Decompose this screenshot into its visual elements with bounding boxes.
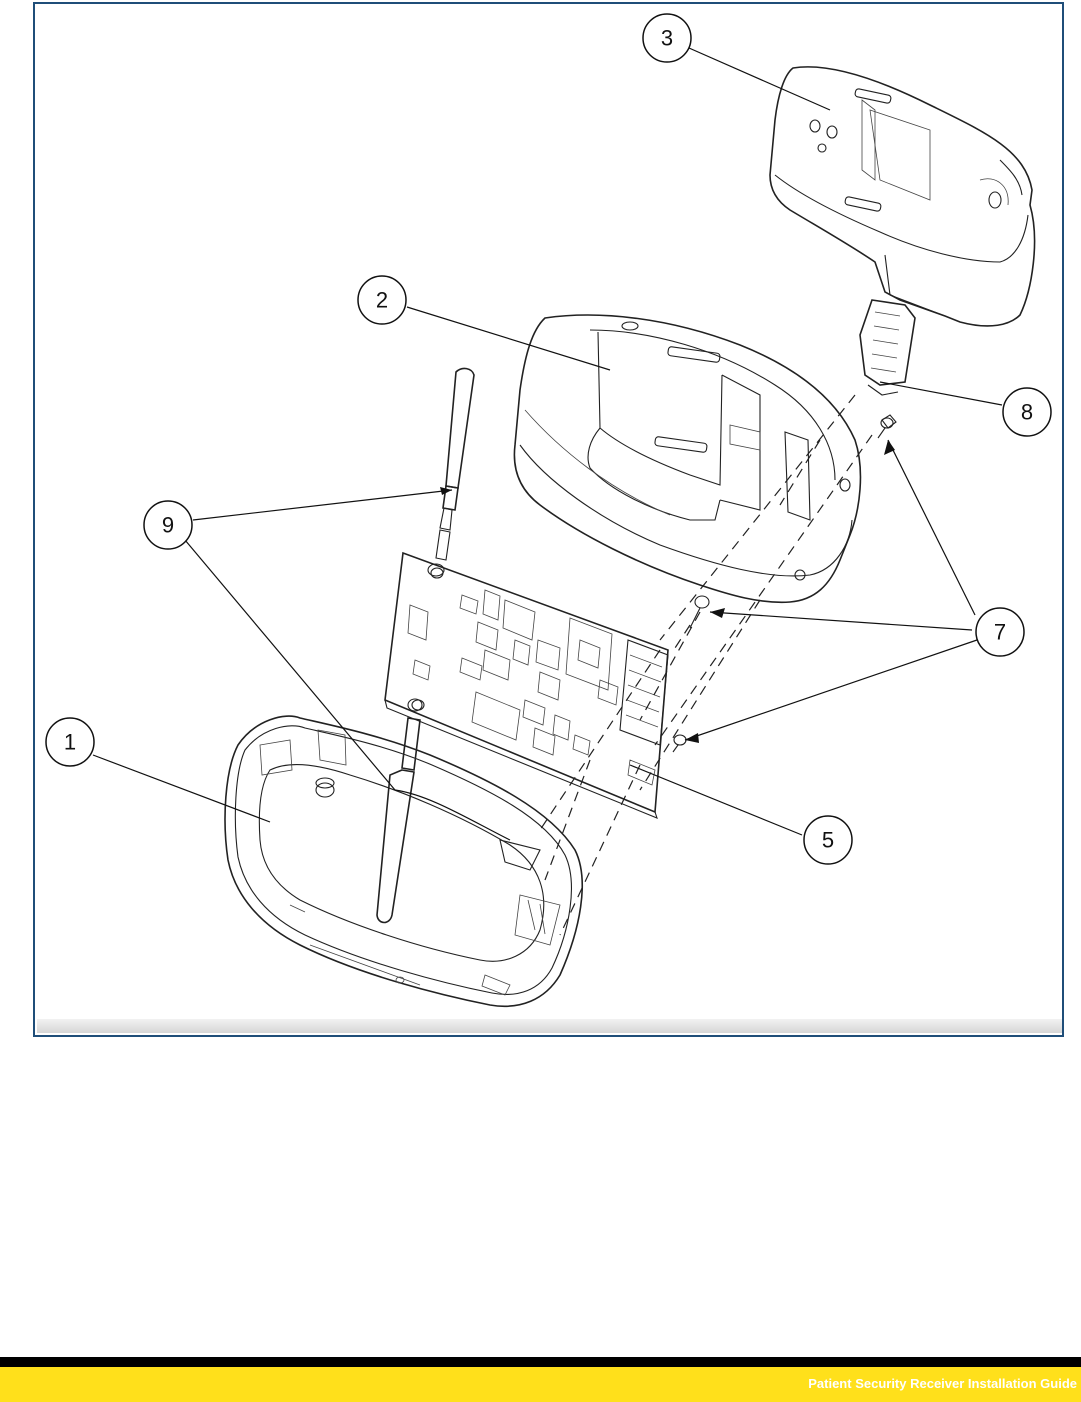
callout-5-label: 5 (822, 828, 834, 853)
exploded-view-drawing: 3 2 8 9 7 1 5 (0, 0, 1081, 1040)
footer-black-stripe (0, 1357, 1081, 1367)
callout-7-label: 7 (994, 620, 1006, 645)
callout-9: 9 (144, 501, 192, 549)
callout-2-label: 2 (376, 288, 388, 313)
callout-3: 3 (643, 14, 691, 62)
callout-1-label: 1 (64, 730, 76, 755)
leader-lines (93, 48, 1002, 840)
footer-document-title: Patient Security Receiver Installation G… (808, 1376, 1077, 1391)
callout-8: 8 (1003, 388, 1051, 436)
part-5-circuit-board (385, 553, 668, 818)
callout-5: 5 (804, 816, 852, 864)
callout-2: 2 (358, 276, 406, 324)
callout-7: 7 (976, 608, 1024, 656)
callout-9-label: 9 (162, 513, 174, 538)
callout-8-label: 8 (1021, 400, 1033, 425)
callout-1: 1 (46, 718, 94, 766)
part-8-terminal-block (860, 300, 915, 438)
callout-3-label: 3 (661, 26, 673, 51)
part-3-mounting-plate (770, 67, 1035, 326)
